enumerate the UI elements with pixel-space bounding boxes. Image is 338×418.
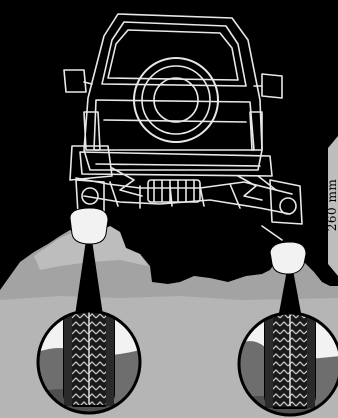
vehicle-rear-outline [64, 14, 302, 240]
articulation-measurement-label: 260 mm [325, 179, 338, 231]
tire-right [270, 242, 306, 274]
tire-left [70, 208, 108, 244]
